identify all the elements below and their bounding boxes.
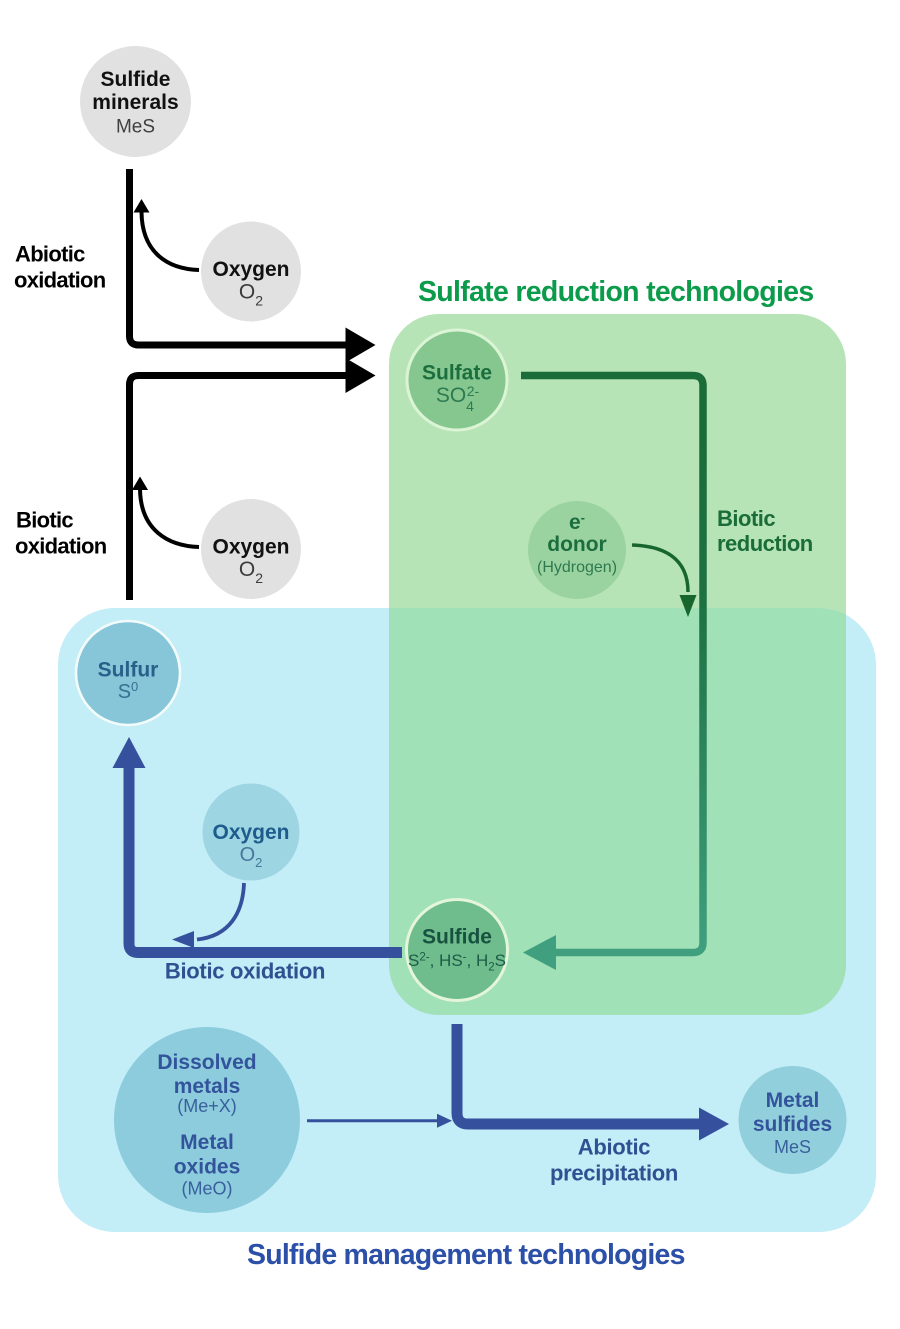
- svg-text:Sulfide management technologie: Sulfide management technologies: [247, 1239, 685, 1271]
- svg-text:(Me+X): (Me+X): [177, 1096, 237, 1116]
- svg-text:minerals: minerals: [92, 91, 178, 114]
- svg-text:donor: donor: [547, 533, 606, 556]
- svg-text:oxides: oxides: [174, 1156, 241, 1179]
- svg-text:Oxygen: Oxygen: [212, 258, 289, 281]
- svg-text:Oxygen: Oxygen: [212, 821, 289, 844]
- svg-text:Biotic: Biotic: [717, 506, 775, 531]
- svg-text:(Hydrogen): (Hydrogen): [537, 559, 617, 576]
- svg-text:oxidation: oxidation: [15, 534, 107, 559]
- svg-text:reduction: reduction: [717, 531, 813, 556]
- svg-text:S2-, HS-, H2S: S2-, HS-, H2S: [408, 951, 506, 974]
- svg-text:SO: SO: [436, 384, 466, 407]
- svg-text:Metal: Metal: [180, 1131, 234, 1154]
- svg-text:metals: metals: [174, 1075, 241, 1098]
- svg-text:2-: 2-: [467, 383, 480, 399]
- svg-text:Abiotic: Abiotic: [15, 242, 85, 267]
- svg-text:sulfides: sulfides: [753, 1113, 832, 1136]
- svg-text:Oxygen: Oxygen: [212, 536, 289, 559]
- svg-text:Sulfide: Sulfide: [422, 926, 492, 949]
- svg-text:Biotic: Biotic: [16, 508, 73, 533]
- svg-text:precipitation: precipitation: [550, 1161, 678, 1186]
- svg-text:Sulfide: Sulfide: [100, 68, 170, 91]
- svg-text:oxidation: oxidation: [14, 268, 106, 293]
- svg-text:Metal: Metal: [766, 1089, 820, 1112]
- svg-text:Sulfate reduction technologies: Sulfate reduction technologies: [418, 276, 813, 308]
- svg-text:MeS: MeS: [774, 1137, 811, 1157]
- svg-text:Sulfur: Sulfur: [98, 659, 159, 682]
- svg-text:4: 4: [466, 398, 474, 414]
- svg-text:Dissolved: Dissolved: [157, 1051, 256, 1074]
- svg-text:MeS: MeS: [116, 117, 155, 138]
- svg-text:(MeO): (MeO): [182, 1179, 233, 1199]
- svg-text:Biotic oxidation: Biotic oxidation: [165, 959, 325, 984]
- svg-text:Abiotic: Abiotic: [578, 1135, 651, 1160]
- svg-text:Sulfate: Sulfate: [422, 362, 492, 385]
